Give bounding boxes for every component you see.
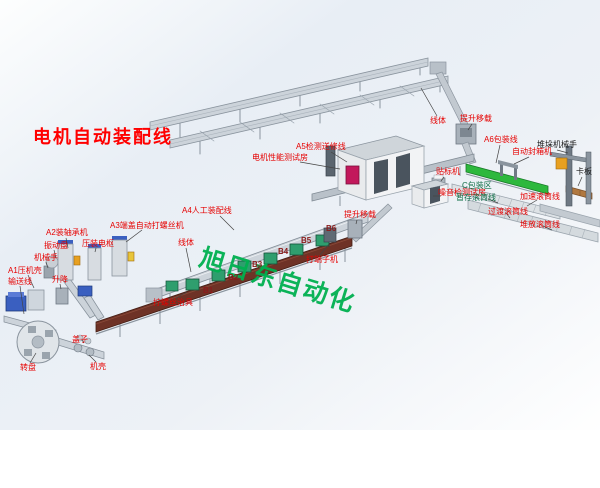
page-title: 电机自动装配线	[33, 127, 173, 147]
label-press-armature: 压装电枢	[82, 239, 114, 248]
label-lift-transfer-top: 提升移载	[460, 114, 492, 123]
cover-part	[84, 337, 92, 345]
label-housing: 机壳	[90, 362, 106, 371]
label-transition-roller-line: 过渡滚筒线	[488, 207, 528, 216]
label-robot-hand: 机械手	[34, 253, 58, 262]
label-conveyor-line: 输送线	[8, 277, 32, 286]
label-station-a3: A3端盖自动打螺丝机	[110, 221, 184, 230]
a1-press-machine	[27, 289, 45, 311]
a4-manual-assembly-line	[145, 212, 369, 305]
housing-part	[73, 343, 83, 353]
a3-screw-machine	[111, 239, 128, 277]
label-station-a6: A6包装线	[484, 135, 518, 144]
label-station-a5: A5检测送修线	[296, 142, 346, 151]
label-motor-test-room: 电机性能测试房	[252, 153, 308, 162]
label-labeling-machine: 贴标机	[436, 167, 460, 176]
label-screw-fixture: 拧螺丝治具	[153, 298, 193, 307]
background	[0, 0, 600, 440]
label-b5: B5	[301, 236, 312, 245]
label-stacking-robot: 堆垛机械手	[537, 140, 577, 149]
label-station-a4: A4人工装配线	[182, 206, 232, 215]
motor-performance-test-room	[336, 135, 426, 201]
label-turntable: 转盘	[20, 363, 36, 372]
armature-press-machine	[87, 247, 102, 281]
cover-part	[76, 334, 84, 342]
label-terminal-machine: 打端子机	[306, 255, 338, 264]
label-vibration-bowl: 振动盘	[44, 241, 68, 250]
label-noise-test-room: 噪音检测试房	[438, 188, 486, 197]
box-sealer-gantry	[498, 160, 518, 169]
a1-a2-a3-station-cluster	[3, 236, 135, 337]
green-packing-belt	[465, 163, 549, 195]
overhead-line-body	[149, 57, 449, 155]
material-bins	[185, 234, 330, 291]
label-station-a2: A2装轴承机	[46, 228, 88, 237]
housing-part	[85, 347, 95, 357]
a6-packing-area	[410, 160, 599, 243]
label-line-body-top: 线体	[430, 116, 446, 125]
lift-unit	[55, 287, 69, 305]
robot-carriage	[555, 157, 568, 170]
label-c-packing-area: C包装区	[462, 181, 492, 190]
label-station-a1: A1压机壳	[8, 266, 42, 275]
leader-lines	[19, 87, 583, 364]
lift-transfer-unit-mid	[347, 219, 363, 239]
label-stacking-roller-line: 堆放滚筒线	[520, 220, 560, 229]
label-b6: B6	[326, 224, 337, 233]
label-b4: B4	[278, 247, 289, 256]
label-b1: B1	[203, 286, 214, 295]
stacking-robot-unit	[539, 145, 600, 228]
label-b2: B2	[228, 273, 239, 282]
label-accel-roller-line: 加速滚筒线	[520, 192, 560, 201]
label-b3: B3	[252, 260, 263, 269]
label-cover: 盖子	[72, 335, 88, 344]
a2-bearing-machine	[57, 243, 74, 281]
label-lift: 升降	[52, 275, 68, 284]
label-pallet: 卡板	[576, 167, 592, 176]
tower-unit	[325, 145, 336, 177]
label-line-body-mid: 线体	[178, 238, 194, 247]
transition-roller-conveyor	[467, 199, 599, 243]
test-machine	[345, 165, 360, 185]
terminal-crimping-machine	[323, 227, 337, 243]
label-buffer-roller-line: 暂存滚筒线	[456, 193, 496, 202]
label-lift-transfer-mid: 提升移载	[344, 210, 376, 219]
turntable-feed-area	[16, 320, 105, 364]
label-auto-box-sealer: 自动封箱机	[512, 147, 552, 156]
